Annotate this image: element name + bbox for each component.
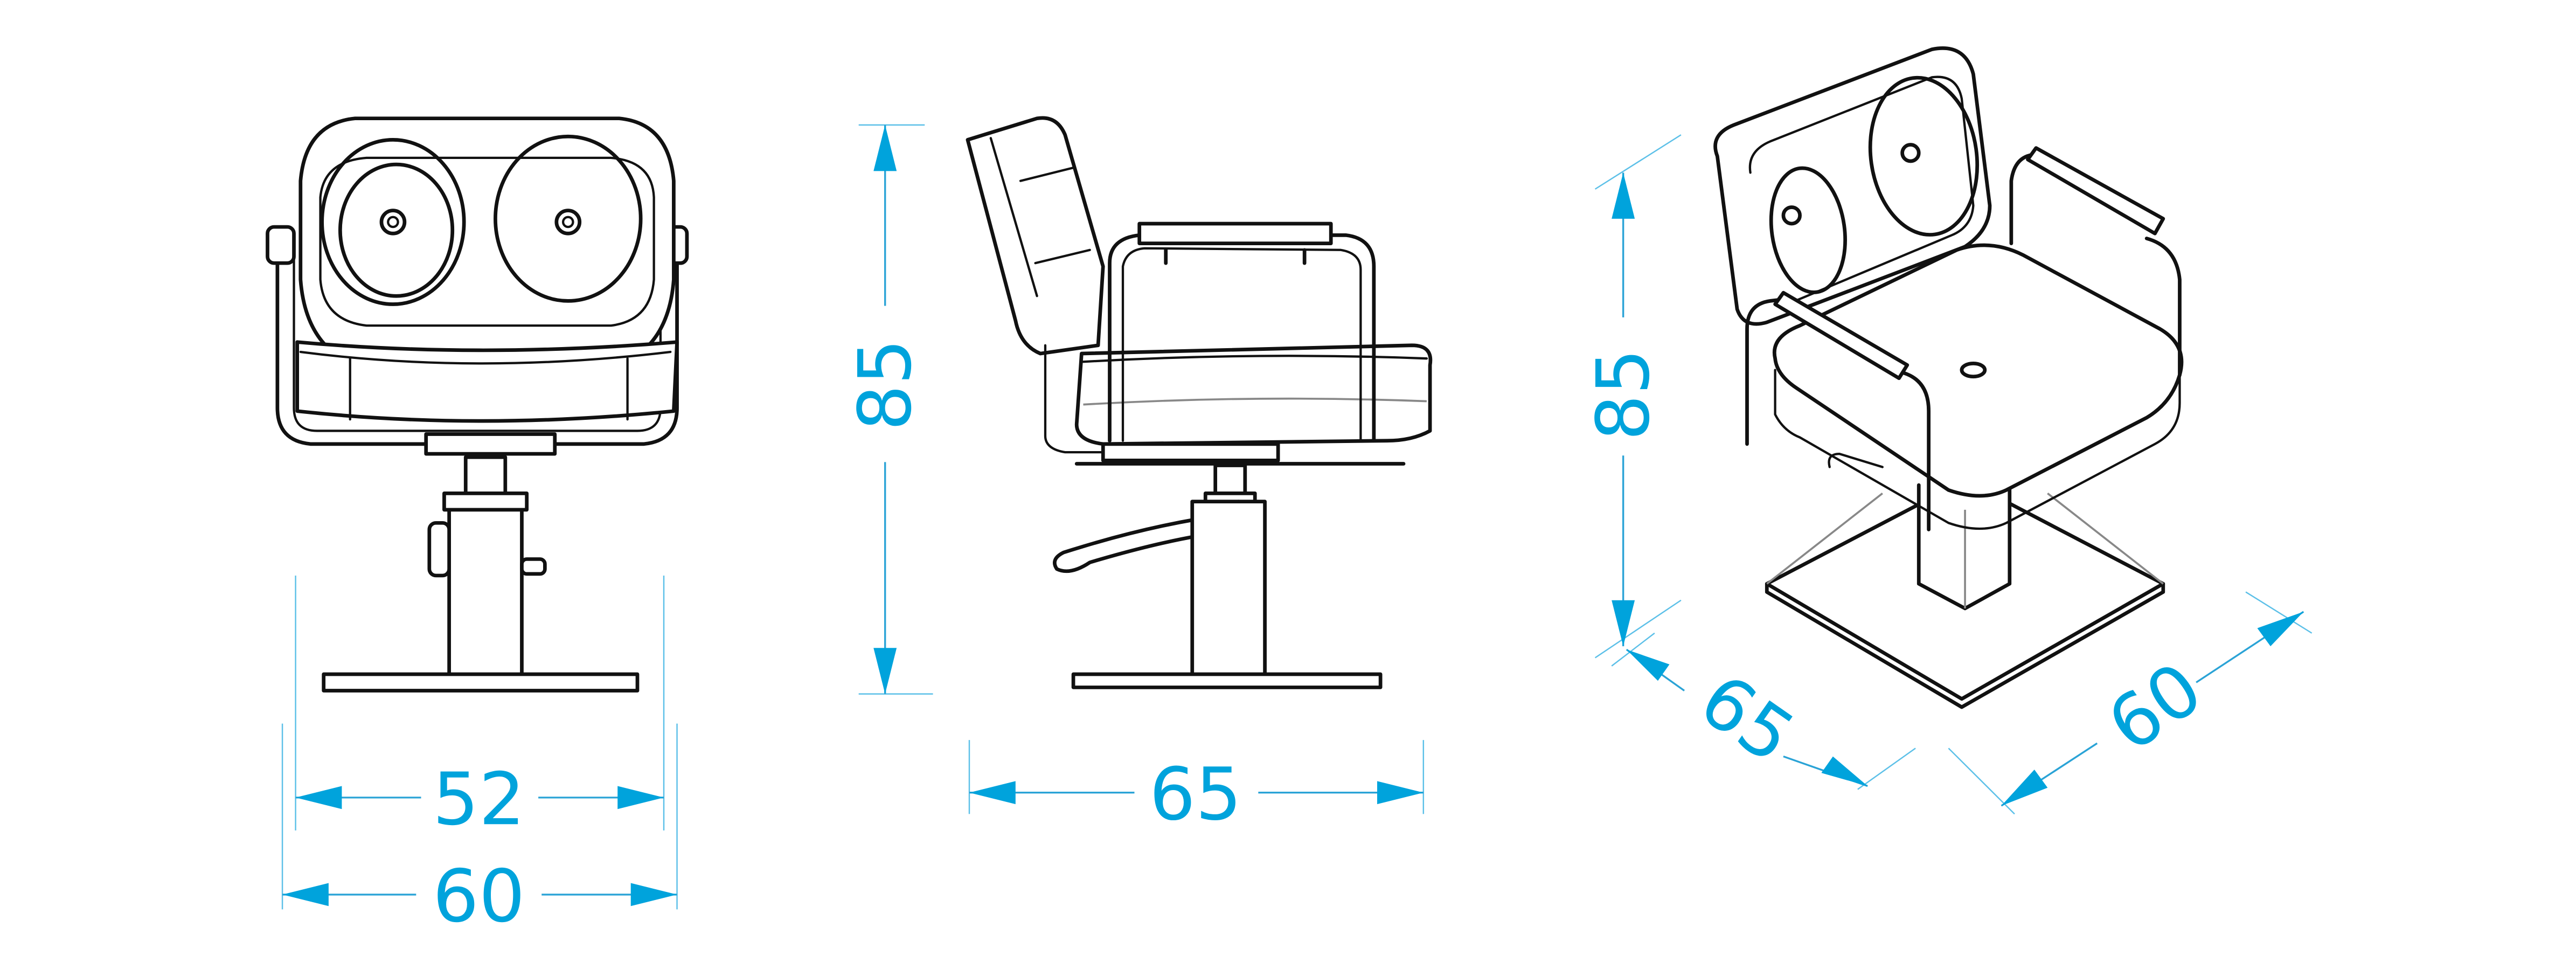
column: [1190, 500, 1267, 678]
side-dimension-depth: 65: [968, 740, 1425, 836]
dimension-label: 65: [1149, 752, 1242, 836]
backrest: [1713, 46, 1992, 326]
seat: [295, 340, 679, 423]
back-cushion-right: [494, 134, 643, 303]
button-icon: [1900, 143, 1921, 163]
back-cushion-left: [1769, 166, 1847, 294]
iso-dimension-height: 85: [1581, 134, 1682, 659]
dimension-label: 60: [2093, 646, 2217, 768]
pump-pedal: [427, 521, 451, 578]
armrest-pad: [1137, 222, 1333, 245]
seat-mechanism: [424, 432, 557, 456]
dimension-label: 65: [1685, 658, 1809, 779]
armrest-pad: [1773, 290, 1910, 380]
dimension-label: 85: [1581, 349, 1665, 441]
button-icon: [379, 209, 407, 236]
dimension-label: 60: [433, 854, 525, 939]
button-icon: [554, 209, 582, 236]
dimension-label: 85: [843, 339, 927, 431]
button-icon: [1781, 205, 1802, 226]
armrest-cap-left: [266, 225, 296, 265]
seat-mechanism: [1101, 442, 1280, 462]
side-view: [966, 116, 1433, 689]
backrest: [966, 116, 1105, 356]
base-plate: [1071, 672, 1383, 689]
column: [447, 508, 524, 680]
front-dimension-outer-width: 60: [281, 723, 678, 939]
iso-dimension-depth: 65: [1611, 632, 1916, 790]
front-view: [266, 116, 689, 693]
backrest: [298, 116, 676, 367]
back-cushion-right: [1868, 75, 1980, 237]
armrest-frame: [1745, 297, 1786, 446]
front-dimension-inner-width: 52: [295, 575, 665, 842]
armrest-pad: [2026, 146, 2165, 236]
base-plate: [322, 672, 640, 693]
side-dimension-height: 85: [843, 124, 933, 695]
isometric-view: [1713, 46, 2184, 709]
button-icon: [1960, 361, 1987, 379]
back-cushion-left: [320, 138, 466, 306]
dimension-label: 52: [433, 757, 525, 842]
seat: [1074, 343, 1433, 446]
